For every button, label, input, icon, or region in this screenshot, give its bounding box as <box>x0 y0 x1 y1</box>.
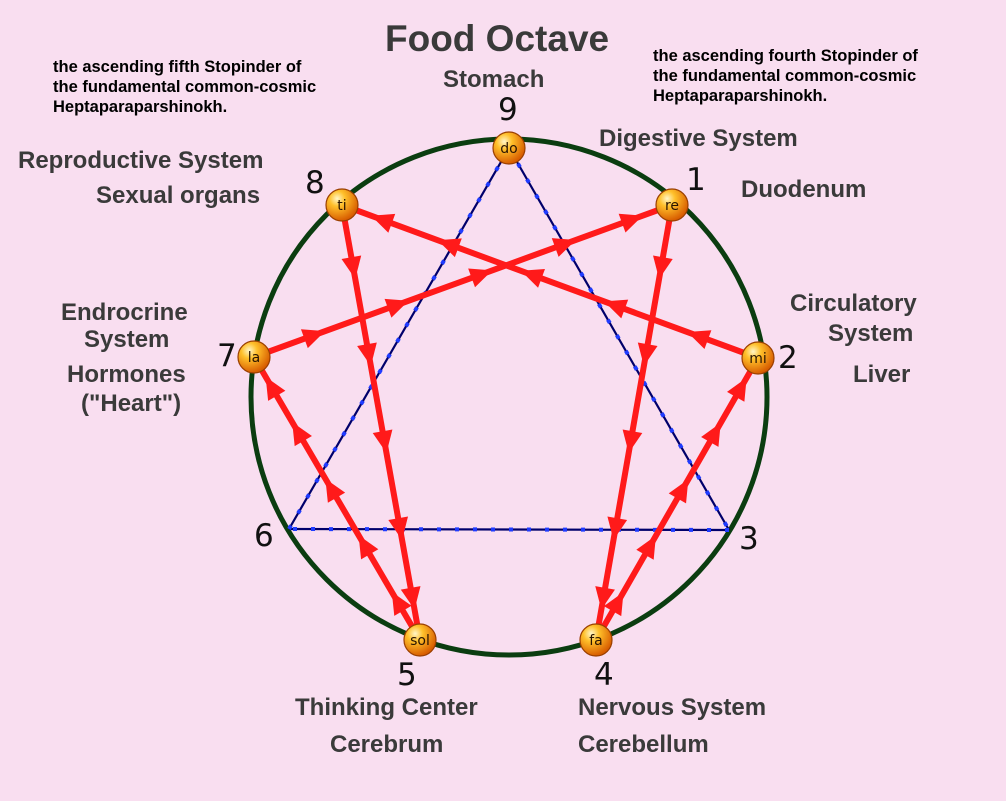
arrowhead-5-7-2 <box>358 535 379 560</box>
point-8-label-organ: Sexual organs <box>96 182 261 209</box>
note-label-8: ti <box>337 198 346 214</box>
note-label-9: do <box>500 141 517 157</box>
point-7-label-line-3: Hormones <box>67 361 186 388</box>
note-label-1: re <box>665 198 679 214</box>
point-4-number: 4 <box>594 657 614 693</box>
point-7-label-line-1: Endrocrine <box>61 299 188 326</box>
arrowhead-4-2-4 <box>701 422 721 447</box>
point-3-number: 3 <box>739 521 759 557</box>
arrowhead-7-1-3 <box>468 268 493 288</box>
arrowhead-7-1-4 <box>551 238 576 257</box>
arrowhead-2-8-4 <box>437 238 462 258</box>
triangle-dashes-6-9 <box>287 146 511 531</box>
arrowhead-8-5-3 <box>372 429 393 453</box>
note-label-5: sol <box>410 633 430 649</box>
left-note-line-1: the ascending fifth Stopinder of <box>53 58 302 76</box>
right-note-line-1: the ascending fourth Stopinder of <box>653 47 918 65</box>
note-ball-1 <box>655 188 689 222</box>
right-note-line-2: the fundamental common-cosmic <box>653 67 917 85</box>
note-ball-5 <box>403 623 437 657</box>
left-note-line-2: the fundamental common-cosmic <box>53 78 317 96</box>
arrowhead-2-8-3 <box>520 268 545 288</box>
point-2-label-line-2: System <box>828 320 914 347</box>
page-title: Food Octave <box>385 18 610 59</box>
point-2-number: 2 <box>778 340 798 376</box>
note-label-7: la <box>248 350 260 366</box>
point-7-label-line-4: ("Heart") <box>81 390 182 417</box>
triangle-dashes-3-6 <box>288 527 730 532</box>
point-4-label-organ: Cerebellum <box>578 731 709 758</box>
point-1-number: 1 <box>686 162 706 198</box>
arrowhead-2-8-2 <box>604 299 629 319</box>
arrowhead-7-1-2 <box>384 298 409 318</box>
point-9-number: 9 <box>498 92 518 128</box>
note-ball-4 <box>579 623 613 657</box>
point-5-label-organ: Cerebrum <box>330 731 444 758</box>
arrowhead-1-4-1 <box>653 255 673 279</box>
arrowhead-8-5-5 <box>400 586 421 610</box>
point-7-number: 7 <box>217 338 237 374</box>
arrowhead-7-1-5 <box>618 213 643 233</box>
arrowhead-1-4-4 <box>607 516 628 540</box>
point-5-label-center: Thinking Center <box>295 694 478 721</box>
point-7-label-line-2: System <box>84 326 170 353</box>
note-ball-8 <box>325 188 359 222</box>
note-ball-2 <box>741 341 775 375</box>
arrowhead-4-2-5 <box>727 377 747 402</box>
point-5-number: 5 <box>397 657 417 693</box>
point-1-label-system: Digestive System <box>599 125 798 152</box>
triangle-dashes-9-3 <box>507 147 731 531</box>
arrowhead-4-2-2 <box>636 535 656 560</box>
arrowhead-4-2-3 <box>668 479 689 504</box>
note-label-4: fa <box>589 633 603 649</box>
hexad-arrows <box>251 202 761 643</box>
arrowhead-5-7-1 <box>391 591 412 616</box>
right-note-line-3: Heptaparaparshinokh. <box>653 87 828 105</box>
point-9-label: Stomach <box>443 66 545 93</box>
arrowhead-1-4-5 <box>595 586 615 610</box>
point-1-label-organ: Duodenum <box>741 176 867 203</box>
arrowhead-8-5-2 <box>357 342 377 366</box>
point-2-label-line-1: Circulatory <box>790 290 917 317</box>
arrowhead-8-5-4 <box>388 516 409 540</box>
arrowhead-1-4-3 <box>622 429 643 453</box>
arrowhead-7-1-1 <box>300 329 326 349</box>
arrowhead-5-7-3 <box>325 478 346 503</box>
left-stopinder-note: the ascending fifth Stopinder of the fun… <box>53 57 316 117</box>
right-stopinder-note: the ascending fourth Stopinder of the fu… <box>653 46 918 106</box>
arrowhead-1-4-2 <box>637 342 658 366</box>
left-note-line-3: Heptaparaparshinokh. <box>53 98 228 116</box>
arrowhead-5-7-4 <box>292 422 312 447</box>
arrowhead-2-8-1 <box>687 330 712 349</box>
note-ball-7 <box>237 340 271 374</box>
arrowhead-8-5-1 <box>341 255 362 279</box>
note-points: do re mi fa sol la ti <box>237 131 775 657</box>
outer-circle <box>248 136 770 658</box>
point-8-number: 8 <box>305 165 325 201</box>
point-2-label-organ: Liver <box>853 361 911 388</box>
arrowhead-4-2-1 <box>603 592 624 617</box>
point-4-label-system: Nervous System <box>578 694 767 721</box>
point-6-number: 6 <box>254 518 274 554</box>
note-ball-9 <box>492 131 526 165</box>
arrowhead-5-7-5 <box>265 376 286 401</box>
note-label-2: mi <box>749 351 767 367</box>
arrowhead-2-8-5 <box>371 213 396 233</box>
point-8-label-system: Reproductive System <box>18 147 264 174</box>
